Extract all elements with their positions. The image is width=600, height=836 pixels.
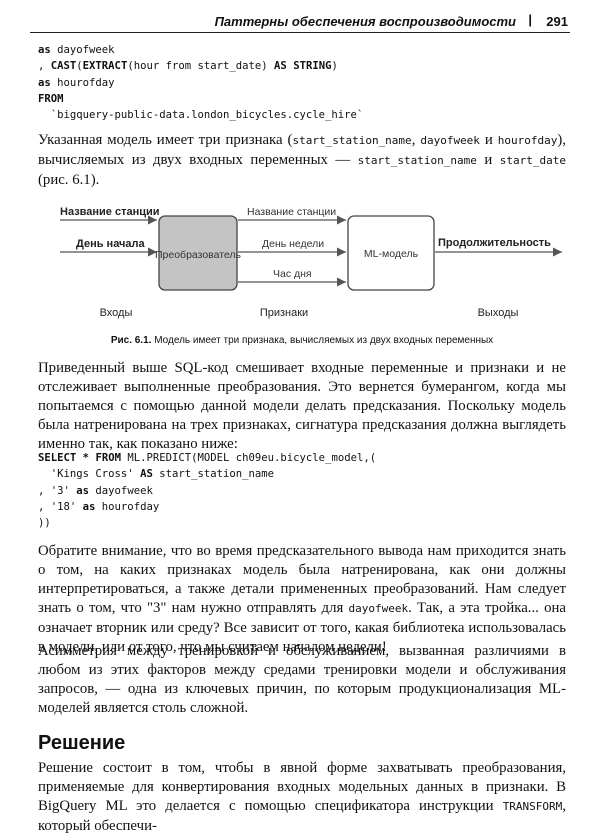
code-line: FROM [38, 92, 64, 105]
label-input-station: Название станции [60, 206, 160, 218]
transformer-label: Преобразователь [155, 249, 242, 261]
code-line: as dayofweek [38, 44, 115, 56]
column-label-features: Признаки [260, 307, 308, 319]
page-number: 291 [546, 14, 568, 29]
label-output-duration: Продолжительность [438, 237, 551, 249]
column-label-inputs: Входы [100, 307, 133, 319]
code-line: , '3' as dayofweek [38, 484, 153, 497]
figure-6-1-diagram: Название станции День начала Преобразова… [60, 206, 562, 319]
ml-model-box [347, 215, 435, 291]
code-line: SELECT * FROM ML.PREDICT(MODEL ch09eu.bi… [38, 452, 377, 464]
transformer-box [158, 215, 238, 291]
figure-caption: Рис. 6.1. Модель имеет три признака, выч… [110, 335, 494, 346]
label-feature-weekday: День недели [262, 238, 324, 250]
label-input-start-day: День начала [76, 238, 146, 250]
paragraph-solution: Решение состоит в том, чтобы в явной фор… [38, 760, 566, 834]
running-head: Паттерны обеспечения воспроизводимости |… [30, 12, 570, 33]
code-block-predict: SELECT * FROM ML.PREDICT(MODEL ch09eu.bi… [38, 450, 376, 531]
header-separator: | [528, 12, 532, 27]
code-line: `bigquery-public-data.london_bicycles.cy… [50, 109, 364, 122]
code-line: 'Kings Cross' AS start_station_name [38, 468, 275, 481]
section-heading-solution: Решение [38, 732, 126, 754]
column-label-outputs: Выходы [478, 307, 519, 319]
paragraph-inference-note: Обратите внимание, что во время предсказ… [38, 543, 566, 655]
paragraph-features-intro: Указанная модель имеет три признака (sta… [38, 132, 566, 188]
chapter-title: Паттерны обеспечения воспроизводимости [214, 14, 516, 29]
code-line: as hourofday [38, 76, 115, 89]
label-feature-station: Название станции [247, 206, 336, 218]
code-line: )) [38, 517, 51, 530]
paragraph-training-serving-skew: Асимметрия между тренировкой и обслужива… [38, 643, 566, 716]
code-block-top: as dayofweek , CAST(EXTRACT(hour from st… [38, 42, 363, 123]
label-feature-hour: Час дня [273, 268, 312, 280]
ml-model-label: ML-модель [364, 248, 419, 260]
paragraph-sql-mix: Приведенный выше SQL-код смешивает входн… [38, 360, 566, 452]
code-line: , '18' as hourofday [38, 500, 160, 513]
code-line: , CAST(EXTRACT(hour from start_date) AS … [38, 60, 338, 73]
